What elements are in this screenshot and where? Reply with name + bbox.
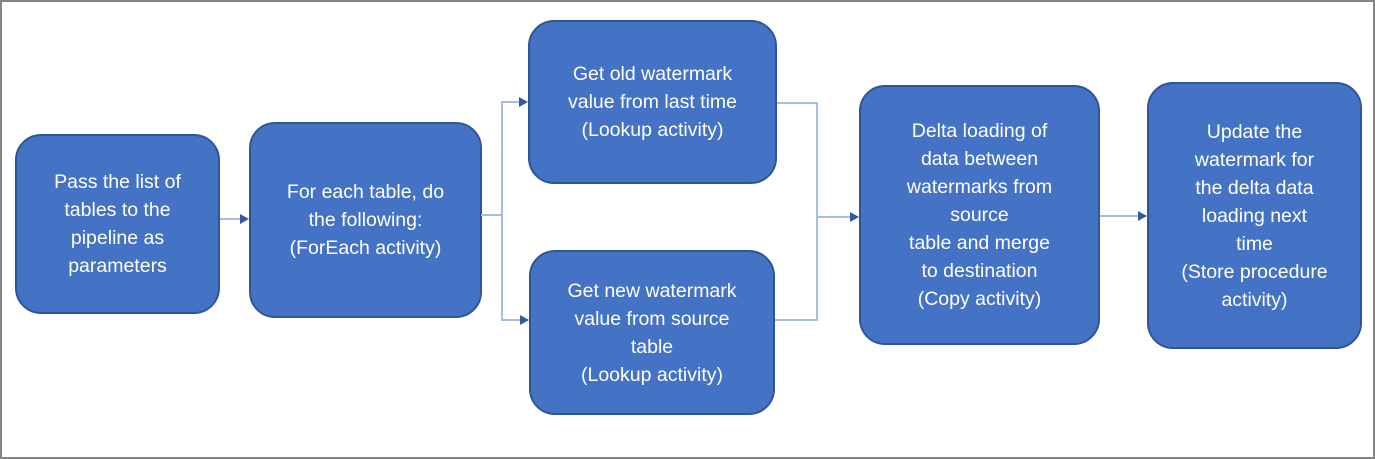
arrowhead-icon (850, 212, 859, 222)
node-pass-tables: Pass the list of tables to the pipeline … (15, 134, 220, 314)
node-foreach: For each table, do the following: (ForEa… (249, 122, 482, 318)
connector-line (220, 218, 242, 220)
connector-line (777, 102, 818, 104)
connector-line (775, 319, 818, 321)
node-update-watermark-label: Update the watermark for the delta data … (1181, 120, 1328, 311)
arrowhead-icon (240, 214, 249, 224)
node-new-watermark: Get new watermark value from source tabl… (529, 250, 775, 415)
arrowhead-icon (520, 315, 529, 325)
node-foreach-label: For each table, do the following: (ForEa… (286, 181, 445, 259)
connector-line (501, 101, 503, 321)
connector-line (502, 319, 521, 321)
connector-line (816, 102, 818, 321)
connector-line (502, 101, 520, 103)
node-pass-tables-label: Pass the list of tables to the pipeline … (54, 171, 181, 277)
arrowhead-icon (1138, 211, 1147, 221)
node-new-watermark-label: Get new watermark value from source tabl… (567, 279, 737, 386)
node-old-watermark: Get old watermark value from last time (… (528, 20, 777, 184)
node-delta-load: Delta loading of data between watermarks… (859, 85, 1100, 345)
node-old-watermark-label: Get old watermark value from last time (… (567, 63, 738, 141)
connector-line (817, 216, 851, 218)
node-update-watermark: Update the watermark for the delta data … (1147, 82, 1362, 349)
node-delta-load-label: Delta loading of data between watermarks… (906, 120, 1053, 310)
arrowhead-icon (519, 97, 528, 107)
connector-line (1100, 215, 1139, 217)
connector-line (481, 214, 503, 216)
